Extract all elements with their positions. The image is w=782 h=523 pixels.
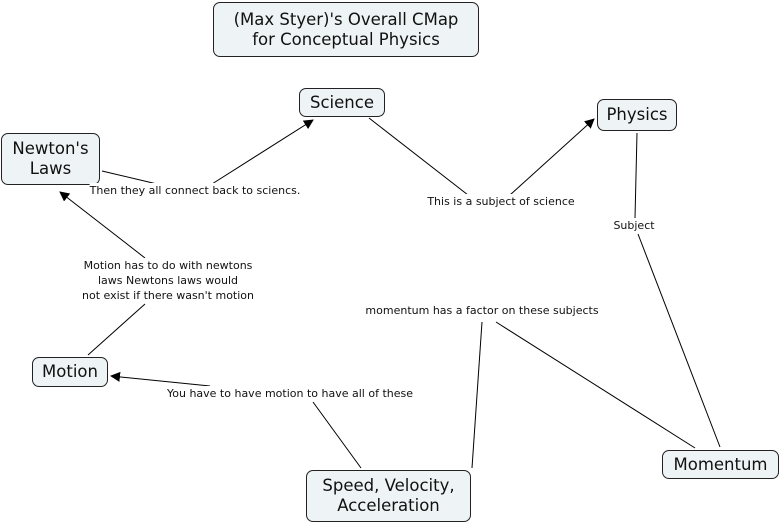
line-physics-to-subject — [634, 132, 638, 219]
link-label-science-physics[interactable]: This is a subject of science — [427, 194, 575, 209]
line-speed-to-label — [312, 401, 362, 469]
arrow-to-science — [211, 119, 314, 185]
link-label-speed-motion[interactable]: You have to have motion to have all of t… — [166, 386, 414, 401]
line-label-to-momentum — [495, 321, 696, 449]
line-speed-to-momentum-label — [471, 321, 483, 469]
line-newton-to-label — [101, 170, 158, 185]
link-label-motion-newton[interactable]: Motion has to do with newtons laws Newto… — [81, 258, 255, 303]
node-physics[interactable]: Physics — [597, 99, 677, 131]
arrow-to-motion — [110, 371, 211, 387]
node-speed-velocity-acceleration[interactable]: Speed, Velocity, Acceleration — [306, 470, 471, 522]
node-newtons-laws[interactable]: Newton's Laws — [1, 133, 100, 185]
node-motion[interactable]: Motion — [32, 357, 108, 387]
link-label-newton-science[interactable]: Then they all connect back to sciencs. — [89, 183, 301, 198]
node-science[interactable]: Science — [299, 88, 385, 117]
line-motion-to-label — [87, 303, 146, 356]
link-label-physics-momentum[interactable]: Subject — [613, 218, 655, 233]
link-label-momentum-speed[interactable]: momentum has a factor on these subjects — [365, 303, 599, 318]
title-node[interactable]: (Max Styer)'s Overall CMap for Conceptua… — [213, 2, 479, 57]
arrow-to-physics — [509, 118, 595, 196]
arrow-to-newtons-laws — [59, 191, 146, 259]
line-science-to-label — [368, 117, 469, 196]
node-momentum[interactable]: Momentum — [662, 450, 779, 479]
line-subject-to-momentum — [637, 233, 721, 448]
